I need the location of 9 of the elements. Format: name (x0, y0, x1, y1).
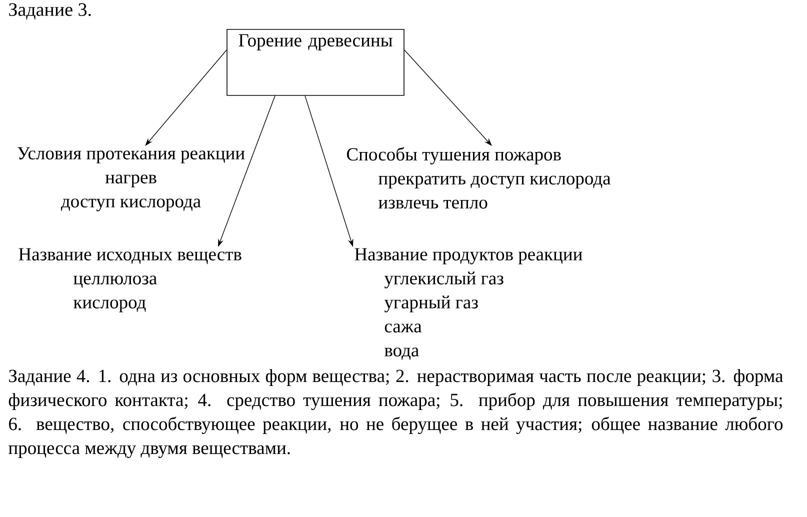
category-list: Условия протекания реакции нагрев доступ кислорода (17, 147, 245, 212)
task-paragraph: Задание 4. 1. одна из основных форм вещества; 2. нерастворимая часть после реакции; 3. форма физического контакта; 4. средство тушения пожара; 5. прибор для повышения температуры; 6. вещество, способствующее реакции, но не берущее в ней участия; общее название любого процесса между двумя веществами. (8, 369, 783, 458)
arrow (404, 50, 492, 146)
category-list: Способы тушения пожаров прекратить доступ кислорода извлечь тепло (346, 147, 611, 209)
category-list: Название продуктов реакции углекислый газ угарный газ сажа вода (354, 248, 582, 360)
task-heading: Задание 3. (9, 3, 91, 20)
arrow (145, 50, 227, 146)
topic-box: Горение древесины (226, 29, 404, 96)
category-list: Название исходных веществ целлюлоза кислород (18, 248, 242, 312)
